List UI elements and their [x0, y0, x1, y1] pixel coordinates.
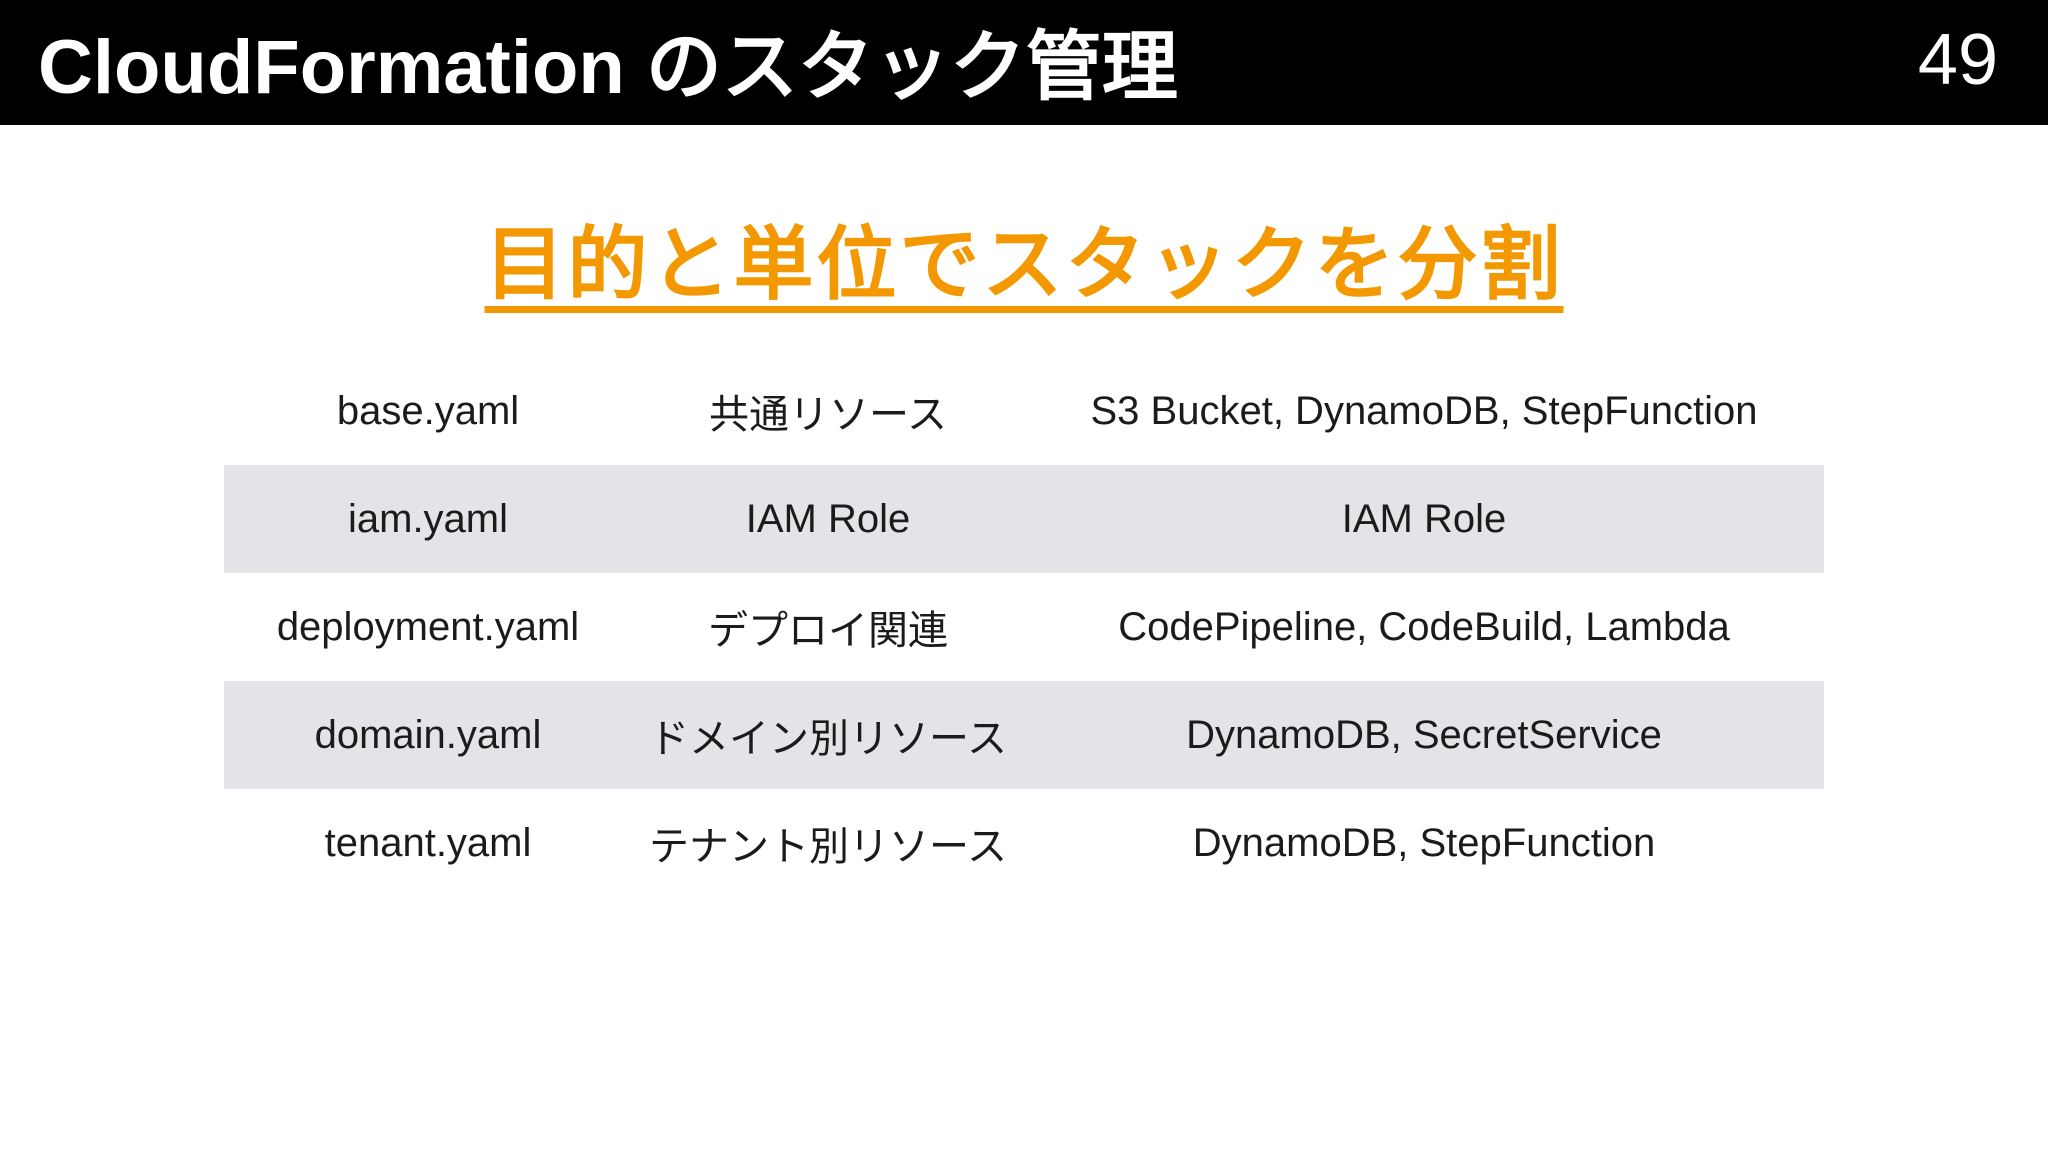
cell-file: domain.yaml: [314, 712, 542, 757]
table-row: domain.yaml ドメイン別リソース DynamoDB, SecretSe…: [224, 681, 1824, 789]
cell-purpose: IAM Role: [745, 496, 911, 541]
page-number: 49: [1917, 19, 1998, 100]
cell-purpose: テナント別リソース: [649, 825, 1007, 869]
cell-purpose: デプロイ関連: [708, 609, 948, 653]
cell-purpose: 共通リソース: [709, 393, 947, 437]
cell-resources: DynamoDB, StepFunction: [1192, 820, 1656, 865]
heading-container: 目的と単位でスタックを分割: [0, 200, 2048, 316]
cell-file: base.yaml: [336, 388, 520, 433]
cell-resources: IAM Role: [1341, 496, 1507, 541]
cell-file: tenant.yaml: [324, 820, 532, 865]
cell-resources: DynamoDB, SecretService: [1186, 712, 1662, 757]
table-row: deployment.yaml デプロイ関連 CodePipeline, Cod…: [224, 573, 1824, 681]
section-heading: 目的と単位でスタックを分割: [484, 220, 1564, 309]
stack-table: base.yaml 共通リソース S3 Bucket, DynamoDB, St…: [224, 357, 1824, 897]
table-row: tenant.yaml テナント別リソース DynamoDB, StepFunc…: [224, 789, 1824, 897]
header-bar: CloudFormation のスタック管理 49: [0, 0, 2048, 125]
cell-resources: CodePipeline, CodeBuild, Lambda: [1118, 604, 1730, 649]
cell-purpose: ドメイン別リソース: [649, 717, 1007, 761]
table-row: iam.yaml IAM Role IAM Role: [224, 465, 1824, 573]
cell-file: iam.yaml: [347, 496, 509, 541]
cell-resources: S3 Bucket, DynamoDB, StepFunction: [1090, 388, 1758, 433]
slide-title: CloudFormation のスタック管理: [38, 24, 1178, 110]
table-row: base.yaml 共通リソース S3 Bucket, DynamoDB, St…: [224, 357, 1824, 465]
cell-file: deployment.yaml: [276, 604, 580, 649]
